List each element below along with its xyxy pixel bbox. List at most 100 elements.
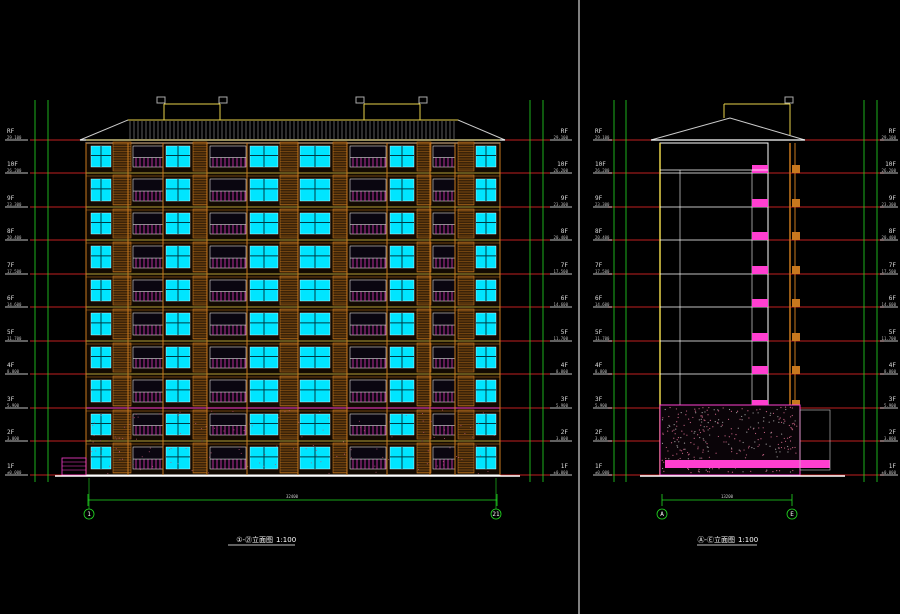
elevation-label: 29.100 <box>595 135 610 140</box>
elevation-label: 5.900 <box>884 403 897 408</box>
elevation-label: 5.900 <box>595 403 608 408</box>
floor-label: 4F <box>889 362 897 369</box>
elevation-label: 17.500 <box>595 269 610 274</box>
elevation-label: 23.300 <box>7 202 22 207</box>
floor-label: 10F <box>7 161 18 168</box>
balcony-window <box>350 380 386 402</box>
balcony-window <box>350 447 386 469</box>
axis-label-E: E <box>790 511 794 518</box>
elevation-label: 29.100 <box>7 135 22 140</box>
floor-label: 5F <box>889 329 897 336</box>
balcony-window <box>210 146 246 167</box>
floor-label: RF <box>561 128 569 135</box>
floor-label: 9F <box>889 195 897 202</box>
floor-label: 5F <box>7 329 15 336</box>
side-awning <box>792 333 800 341</box>
floor-label: 8F <box>7 228 15 235</box>
elevation-label: 11.700 <box>882 336 897 341</box>
balcony-window <box>350 414 386 435</box>
elevation-label: 5.900 <box>7 403 20 408</box>
elevation-label: 3.000 <box>595 436 608 441</box>
floor-label: 4F <box>561 362 569 369</box>
side-awning <box>792 299 800 307</box>
floor-label: 3F <box>889 396 897 403</box>
elevation-label: 11.700 <box>595 336 610 341</box>
floor-label: RF <box>889 128 897 135</box>
floor-label: 3F <box>595 396 603 403</box>
floor-label: 2F <box>889 429 897 436</box>
elevation-label: 8.800 <box>595 369 608 374</box>
elevation-label: ±0.000 <box>882 470 897 475</box>
front-dimension-label: 32400 <box>286 494 299 499</box>
floor-label: 2F <box>595 429 603 436</box>
elevation-label: 26.200 <box>882 168 897 173</box>
balcony-window <box>350 246 386 268</box>
elevation-label: 8.800 <box>556 369 569 374</box>
elevation-label: 26.200 <box>595 168 610 173</box>
elevation-label: 5.900 <box>556 403 569 408</box>
floor-label: 10F <box>885 161 896 168</box>
floor-label: 4F <box>595 362 603 369</box>
elevation-label: ±0.000 <box>7 470 22 475</box>
floor-label: 9F <box>561 195 569 202</box>
side-balcony <box>752 299 768 307</box>
floor-label: 7F <box>561 262 569 269</box>
elevation-label: 17.500 <box>554 269 569 274</box>
side-balcony <box>752 232 768 240</box>
elevation-label: 20.400 <box>554 235 569 240</box>
elevation-label: ±0.000 <box>595 470 610 475</box>
side-title: Ⓐ-Ⓔ立面图 <box>697 535 735 544</box>
side-awning <box>792 266 800 274</box>
side-balcony <box>752 266 768 274</box>
elevation-label: 23.300 <box>595 202 610 207</box>
elevation-label: 11.700 <box>7 336 22 341</box>
side-awning <box>792 199 800 207</box>
floor-label: 8F <box>561 228 569 235</box>
elevation-label: 3.000 <box>7 436 20 441</box>
floor-label: 6F <box>595 295 603 302</box>
side-scale: 1:100 <box>738 536 758 544</box>
elevation-label: 3.000 <box>556 436 569 441</box>
floor-label: 1F <box>595 463 603 470</box>
elevation-label: 20.400 <box>882 235 897 240</box>
side-balcony <box>752 199 768 207</box>
elevation-label: 20.400 <box>7 235 22 240</box>
side-balcony <box>752 165 768 173</box>
elevation-label: 11.700 <box>554 336 569 341</box>
elevation-label: 29.100 <box>554 135 569 140</box>
balcony-window <box>210 179 246 201</box>
balcony-window <box>350 179 386 201</box>
side-balcony <box>752 366 768 374</box>
elevation-label: 17.500 <box>7 269 22 274</box>
balcony-window <box>350 280 386 301</box>
elevation-label: 8.800 <box>7 369 20 374</box>
floor-label: RF <box>7 128 15 135</box>
floor-label: 7F <box>889 262 897 269</box>
balcony-window <box>210 313 246 335</box>
side-awning <box>792 366 800 374</box>
floor-label: 6F <box>561 295 569 302</box>
balcony-window <box>210 213 246 234</box>
balcony-window <box>350 313 386 335</box>
elevation-label: 17.500 <box>882 269 897 274</box>
elevation-label: 3.000 <box>884 436 897 441</box>
front-title: ①-㉑立面图 <box>236 535 273 544</box>
floor-label: 10F <box>595 161 606 168</box>
balcony-window <box>350 213 386 234</box>
floor-label: RF <box>595 128 603 135</box>
balcony-window <box>210 414 246 435</box>
elevation-label: 14.600 <box>554 302 569 307</box>
balcony-window <box>210 246 246 268</box>
floor-label: 1F <box>561 463 569 470</box>
elevation-label: 29.100 <box>882 135 897 140</box>
floor-label: 5F <box>595 329 603 336</box>
elevation-label: 26.200 <box>554 168 569 173</box>
elevation-label: 26.200 <box>7 168 22 173</box>
elevation-label: 23.300 <box>554 202 569 207</box>
balcony-window <box>210 347 246 368</box>
elevation-label: 23.300 <box>882 202 897 207</box>
elevation-label: 14.600 <box>882 302 897 307</box>
floor-label: 7F <box>595 262 603 269</box>
elevation-label: 8.800 <box>884 369 897 374</box>
